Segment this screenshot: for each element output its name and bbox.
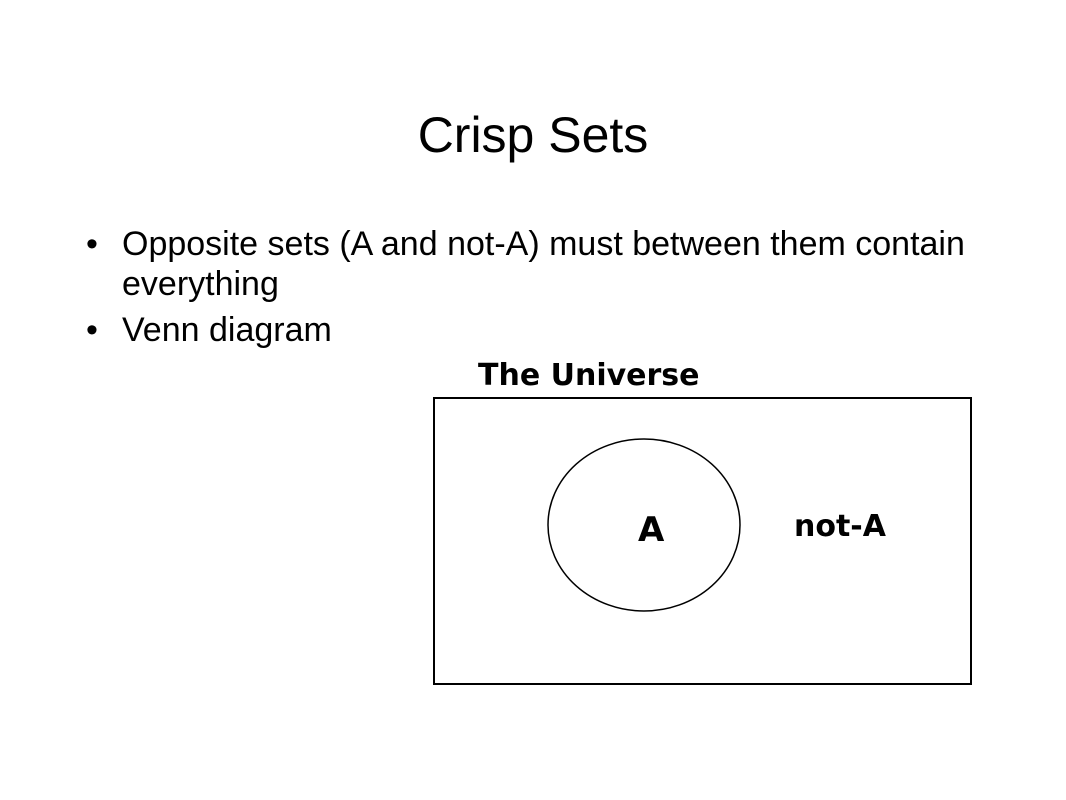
bullet-text: Venn diagram	[122, 311, 332, 349]
bullet-item: • Venn diagram	[86, 310, 986, 350]
bullet-text: Opposite sets (A and not-A) must between…	[122, 225, 965, 303]
slide-title: Crisp Sets	[417, 107, 649, 163]
venn-diagram-svg: The Universe A not-A	[433, 358, 972, 685]
bullet-list: • Opposite sets (A and not-A) must betwe…	[86, 224, 986, 356]
not-a-label: not-A	[794, 509, 887, 544]
bullet-icon: •	[86, 311, 98, 349]
set-a-circle	[547, 438, 741, 612]
universe-label: The Universe	[478, 358, 700, 393]
set-a-label: A	[638, 510, 665, 550]
bullet-item: • Opposite sets (A and not-A) must betwe…	[86, 224, 986, 304]
universe-rectangle	[433, 397, 972, 685]
venn-diagram: The Universe A not-A	[430, 345, 980, 690]
bullet-icon: •	[86, 225, 98, 263]
